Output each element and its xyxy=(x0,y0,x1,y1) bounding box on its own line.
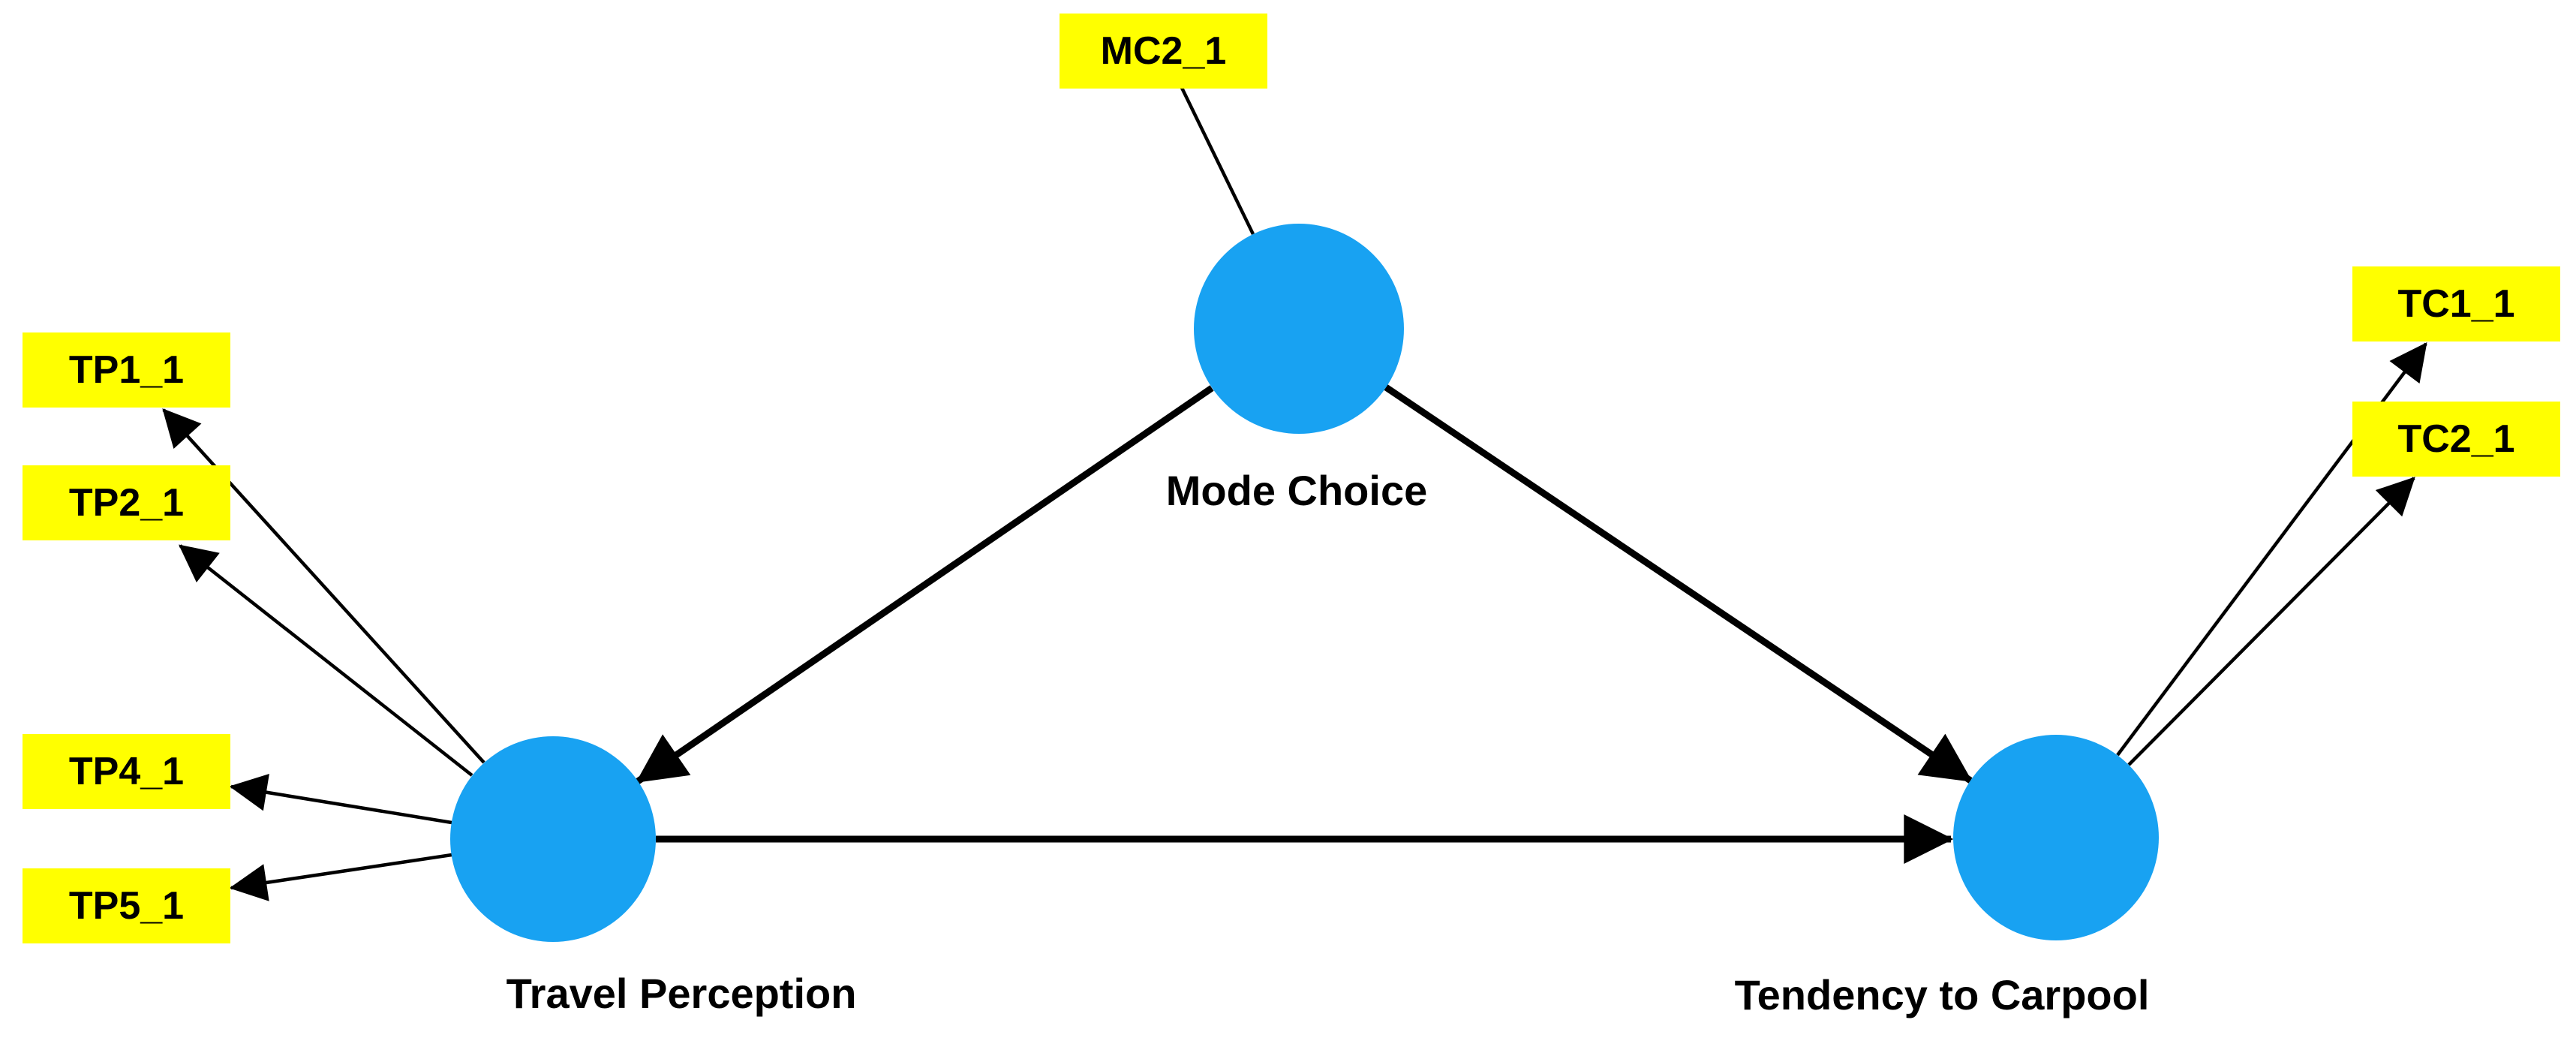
latent-label-tendency-to-carpool: Tendency to Carpool xyxy=(1734,971,2150,1018)
indicator-label-tp2-1: TP2_1 xyxy=(68,481,185,525)
indicator-label-tp5-1: TP5_1 xyxy=(68,884,185,928)
measurement-arrow-tp2-1 xyxy=(179,544,473,777)
indicator-label-tc1-1: TC1_1 xyxy=(2397,282,2515,326)
indicator-box-tc1-1: TC1_1 xyxy=(2352,266,2560,341)
measurement-arrow-tc2-1 xyxy=(2127,477,2415,766)
latent-circle-tendency-to-carpool xyxy=(1953,735,2159,940)
latent-circle-mode-choice xyxy=(1194,224,1404,434)
indicator-box-tp4-1: TP4_1 xyxy=(23,734,230,809)
indicator-box-tp2-1: TP2_1 xyxy=(23,465,230,540)
measurement-arrow-tp4-1 xyxy=(229,773,452,825)
latent-label-mode-choice: Mode Choice xyxy=(1165,467,1428,514)
measurement-arrow-tp5-1 xyxy=(229,853,452,901)
indicator-box-mc2-1: MC2_1 xyxy=(1060,14,1267,89)
indicator-label-tp4-1: TP4_1 xyxy=(68,750,185,793)
measurement-arrow-tp1-1 xyxy=(162,408,485,764)
indicator-box-tc2-1: TC2_1 xyxy=(2352,402,2560,477)
indicator-box-tp5-1: TP5_1 xyxy=(23,868,230,943)
indicator-label-tp1-1: TP1_1 xyxy=(68,348,185,392)
indicator-label-tc2-1: TC2_1 xyxy=(2397,417,2515,461)
latent-label-travel-perception: Travel Perception xyxy=(506,970,857,1017)
structural-arrow-mode-choice-to-tendency-to-carpool xyxy=(1384,384,1973,784)
indicator-box-tp1-1: TP1_1 xyxy=(23,332,230,408)
measurement-line-mc2-1 xyxy=(1180,87,1255,235)
latent-circle-travel-perception xyxy=(450,736,656,942)
indicator-label-mc2-1: MC2_1 xyxy=(1100,29,1227,73)
structural-arrow-mode-choice-to-travel-perception xyxy=(636,385,1214,784)
